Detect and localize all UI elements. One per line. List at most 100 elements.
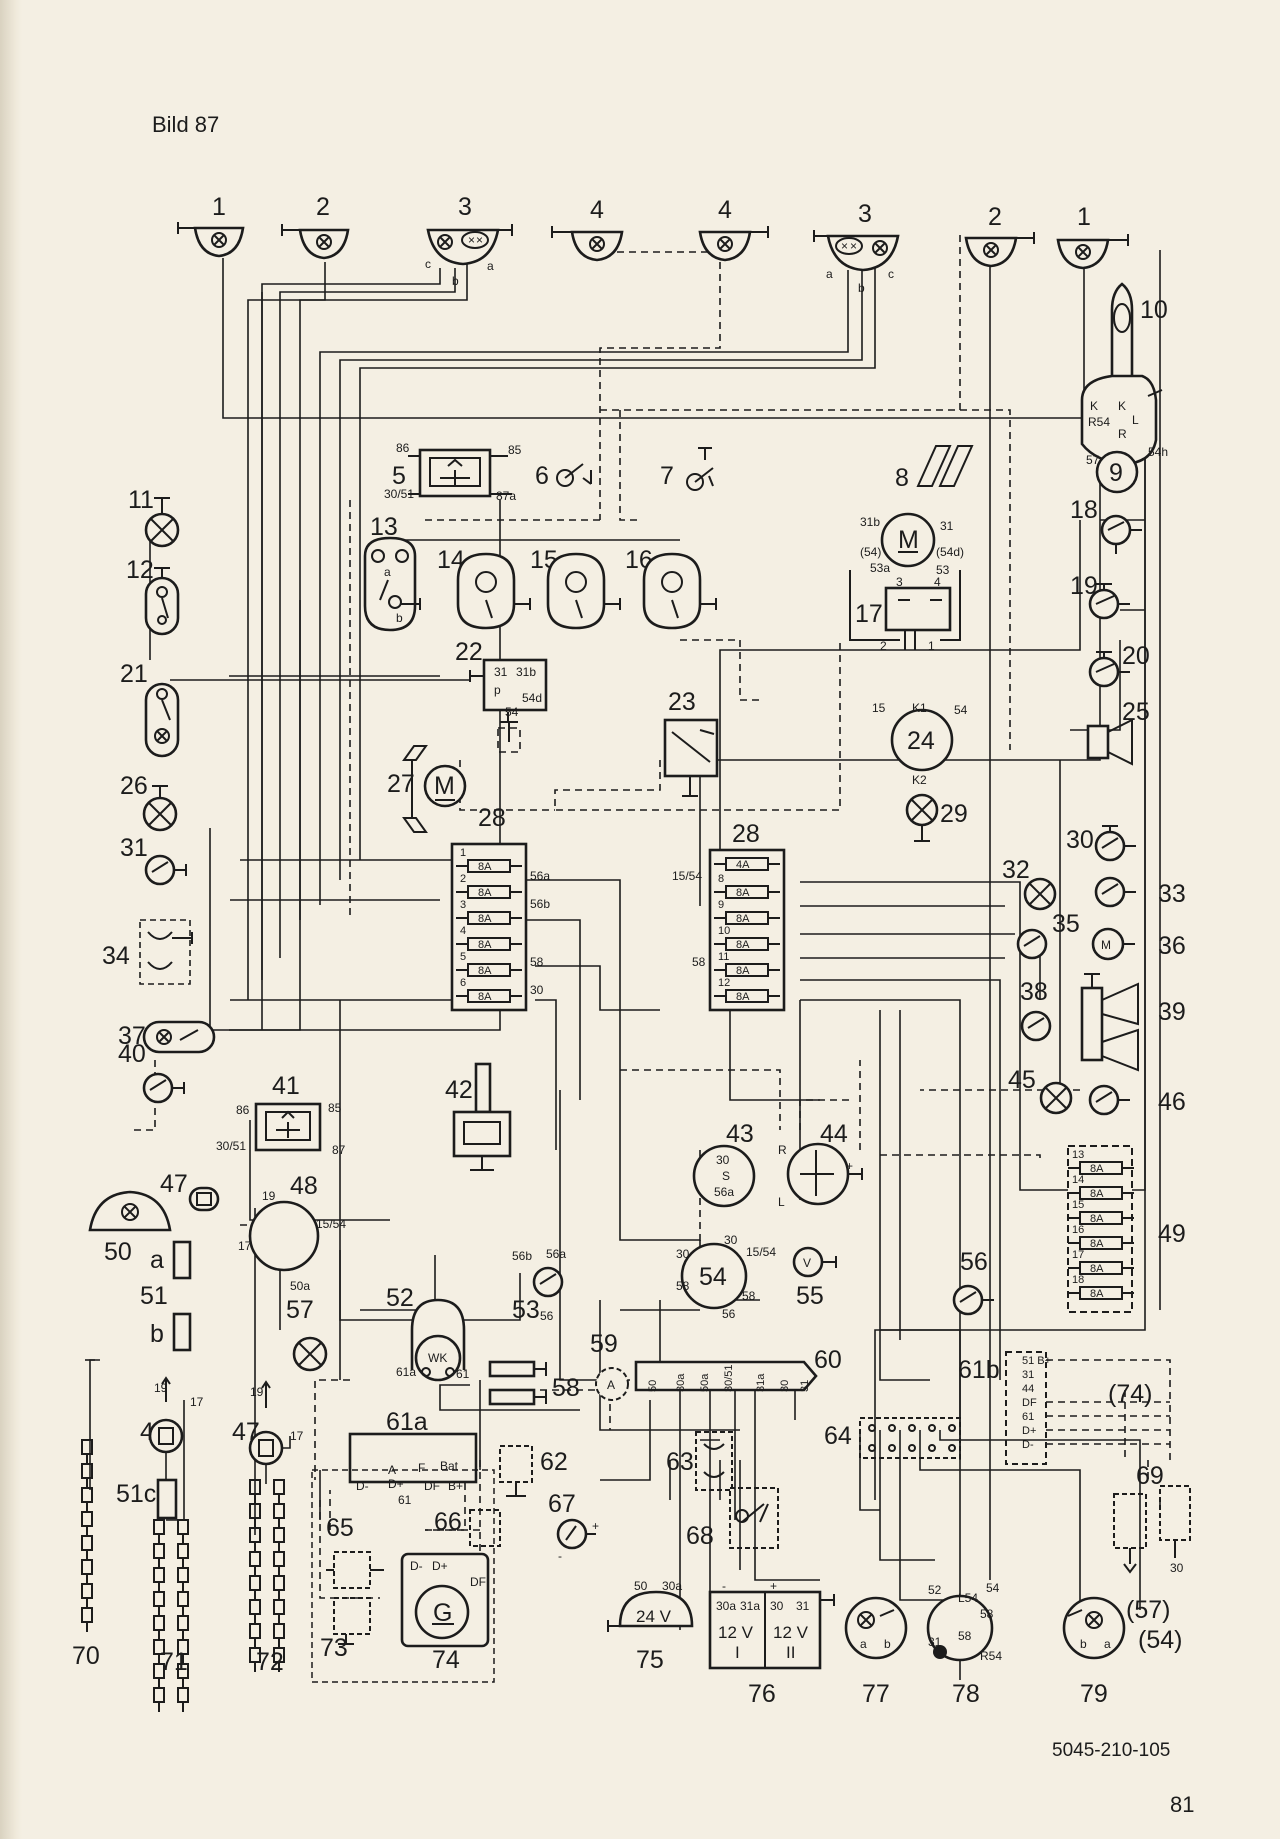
switch-46: 46 — [1088, 1084, 1186, 1116]
g74-letter: G — [433, 1599, 452, 1627]
sw9-57: 57 — [1086, 453, 1100, 467]
t60-1: 30a — [675, 1373, 687, 1392]
svg-text:71: 71 — [160, 1648, 188, 1676]
trailer-socket-78: 52 L54 54 31 58 58 R54 78 — [926, 1581, 1002, 1708]
connector-64-pins — [868, 1424, 956, 1452]
relay5-87a: 87a — [496, 489, 516, 503]
relay41-86: 86 — [236, 1103, 250, 1117]
svg-text:×: × — [841, 239, 848, 253]
fb28l-56a: 56a — [530, 869, 550, 883]
s22-54d: 54d — [522, 691, 542, 705]
label-36: 36 — [1158, 932, 1186, 960]
u54-58b: 58 — [742, 1289, 756, 1303]
svg-text:13: 13 — [370, 513, 398, 541]
r51-b: b — [150, 1320, 164, 1348]
w8-31b: 31b — [860, 515, 880, 529]
svg-text:62: 62 — [540, 1448, 568, 1476]
fuse-l-5: 58A — [456, 951, 522, 977]
page-spine-shadow — [0, 0, 22, 1839]
label-4b: 4 — [718, 196, 732, 224]
label-39: 39 — [1158, 998, 1186, 1026]
svg-text:34: 34 — [102, 942, 130, 970]
svg-text:6: 6 — [535, 462, 549, 490]
lamp-2-right: 2 — [964, 203, 1035, 268]
lamp-4-left: 4 — [551, 196, 624, 262]
b76-12vb: 12 V — [773, 1623, 809, 1642]
svg-text:23: 23 — [668, 688, 696, 716]
fuse-r-9-rating: 8A — [736, 913, 750, 925]
lamp-icon — [211, 232, 227, 248]
b76-30a: 30a — [716, 1599, 736, 1613]
g43-s: S — [722, 1169, 730, 1183]
svg-text:5: 5 — [392, 462, 406, 490]
svg-text:74: 74 — [432, 1646, 460, 1674]
pin64-top-2 — [908, 1424, 916, 1432]
fuse-r-top: 4A — [714, 857, 780, 871]
s61b-6: D- — [1022, 1439, 1034, 1451]
t60-5: 30 — [779, 1380, 791, 1392]
term-c-r: c — [888, 267, 894, 281]
switch-53: 56b 56a 53 56 — [512, 1247, 566, 1324]
svg-text:41: 41 — [272, 1072, 300, 1100]
fuse-49-14-num: 14 — [1072, 1174, 1084, 1186]
l79-a: a — [1104, 1637, 1111, 1651]
svg-text:55: 55 — [796, 1282, 824, 1310]
gauge-13: 13 a b — [363, 513, 421, 632]
chain71-plug-4-1 — [177, 1615, 189, 1631]
wiper-motor-27: 27 M — [387, 745, 467, 833]
svg-text:56: 56 — [960, 1248, 988, 1276]
svg-text:58: 58 — [552, 1374, 580, 1402]
switch-12: 12 — [126, 556, 180, 636]
svg-text:32: 32 — [1002, 856, 1030, 884]
svg-text:79: 79 — [1080, 1680, 1108, 1708]
svg-text:8: 8 — [895, 464, 909, 492]
chain71-plug-1-0 — [153, 1543, 165, 1559]
svg-text:68: 68 — [686, 1522, 714, 1550]
relay5-85: 85 — [508, 443, 522, 457]
s22-31: 31 — [494, 665, 508, 679]
fb28r-id: 28 — [732, 820, 760, 848]
fuse-l-2-num: 2 — [460, 873, 466, 885]
horn-relay-25: 25 — [1086, 698, 1150, 766]
fuse-49-17-rating: 8A — [1090, 1263, 1104, 1275]
b75-24v: 24 V — [636, 1607, 672, 1626]
indicator-47-lower-a: 47 19 17 51c — [116, 1376, 204, 1521]
relay-24: 24 K1 K2 15 54 — [872, 701, 968, 787]
chain71-plug-4-0 — [153, 1615, 165, 1631]
sw9-54h: 54h — [1148, 445, 1168, 459]
lamp-79: b a (57) (54) 79 — [1062, 1596, 1182, 1708]
warning-lamp-29: 29 — [905, 793, 968, 842]
page-number: 81 — [1170, 1792, 1195, 1817]
glow-chain-71 — [153, 1519, 189, 1712]
gauge-44: 44 R L + — [778, 1120, 863, 1209]
sw9-r: R — [1118, 427, 1127, 441]
switch-18: 18 — [1070, 496, 1142, 554]
svg-text:47: 47 — [160, 1170, 188, 1198]
svg-text:21: 21 — [120, 660, 148, 688]
lamp-26: 26 — [120, 772, 178, 832]
fuse-63: 63 — [666, 1431, 733, 1491]
s52-61: 61 — [456, 1367, 470, 1381]
pin64-bot-4 — [948, 1444, 956, 1452]
fuse-l-1: 18A — [456, 847, 522, 873]
fuse-l-6-num: 6 — [460, 977, 466, 989]
fuse-49-15-num: 15 — [1072, 1199, 1084, 1211]
s78-58b: 58 — [980, 1607, 994, 1621]
b76-31: 31 — [796, 1599, 810, 1613]
sw9-k2: K — [1118, 399, 1126, 413]
r51-a: a — [150, 1246, 164, 1274]
s78-52: 52 — [928, 1583, 942, 1597]
chain71-plug-7-1 — [177, 1687, 189, 1703]
switch-30: 30 — [1066, 825, 1136, 862]
gauge-67: 67 -+ — [548, 1490, 599, 1563]
fuse-r-9: 98A — [714, 899, 780, 925]
w8-31: 31 — [940, 519, 954, 533]
t60-6: 31 — [799, 1380, 811, 1392]
l77-b: b — [884, 1637, 891, 1651]
svg-text:37: 37 — [118, 1022, 146, 1050]
